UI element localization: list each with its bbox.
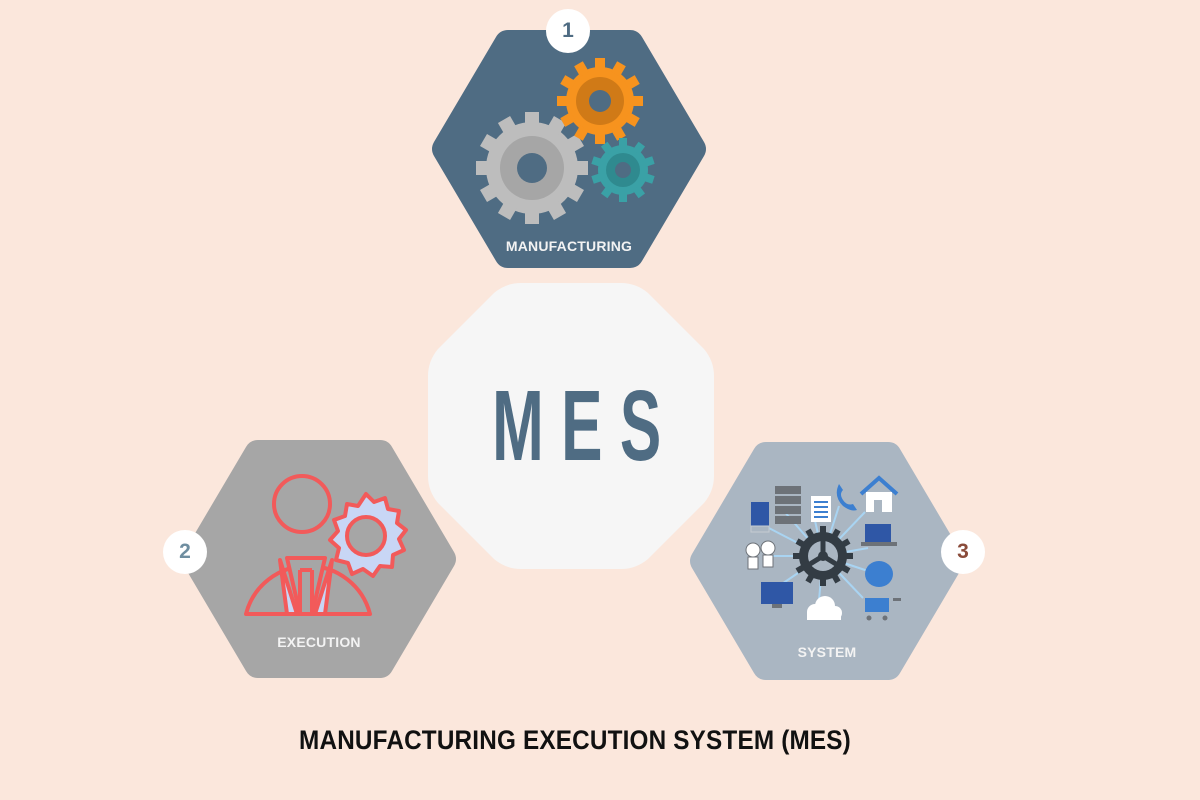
- mes-heading: MES: [491, 369, 679, 482]
- manufacturing-label: MANUFACTURING: [505, 238, 633, 254]
- execution-label: EXECUTION: [277, 634, 361, 650]
- mes-center-octagon: MES: [426, 281, 716, 571]
- step-badge-3: 3: [941, 530, 985, 574]
- octagon-shape: [428, 283, 714, 569]
- system-hexagon: SYSTEM: [688, 440, 966, 682]
- execution-hexagon: EXECUTION: [180, 438, 458, 680]
- manufacturing-hexagon: MANUFACTURING: [430, 28, 708, 270]
- network-gear-icon: [745, 475, 901, 621]
- step-badge-2: 2: [163, 530, 207, 574]
- person-gear-icon: [244, 474, 408, 616]
- step-badge-1: 1: [546, 9, 590, 53]
- gears-icon: [476, 58, 655, 224]
- diagram-title: MANUFACTURING EXECUTION SYSTEM (MES): [299, 725, 851, 755]
- system-label: SYSTEM: [797, 644, 857, 660]
